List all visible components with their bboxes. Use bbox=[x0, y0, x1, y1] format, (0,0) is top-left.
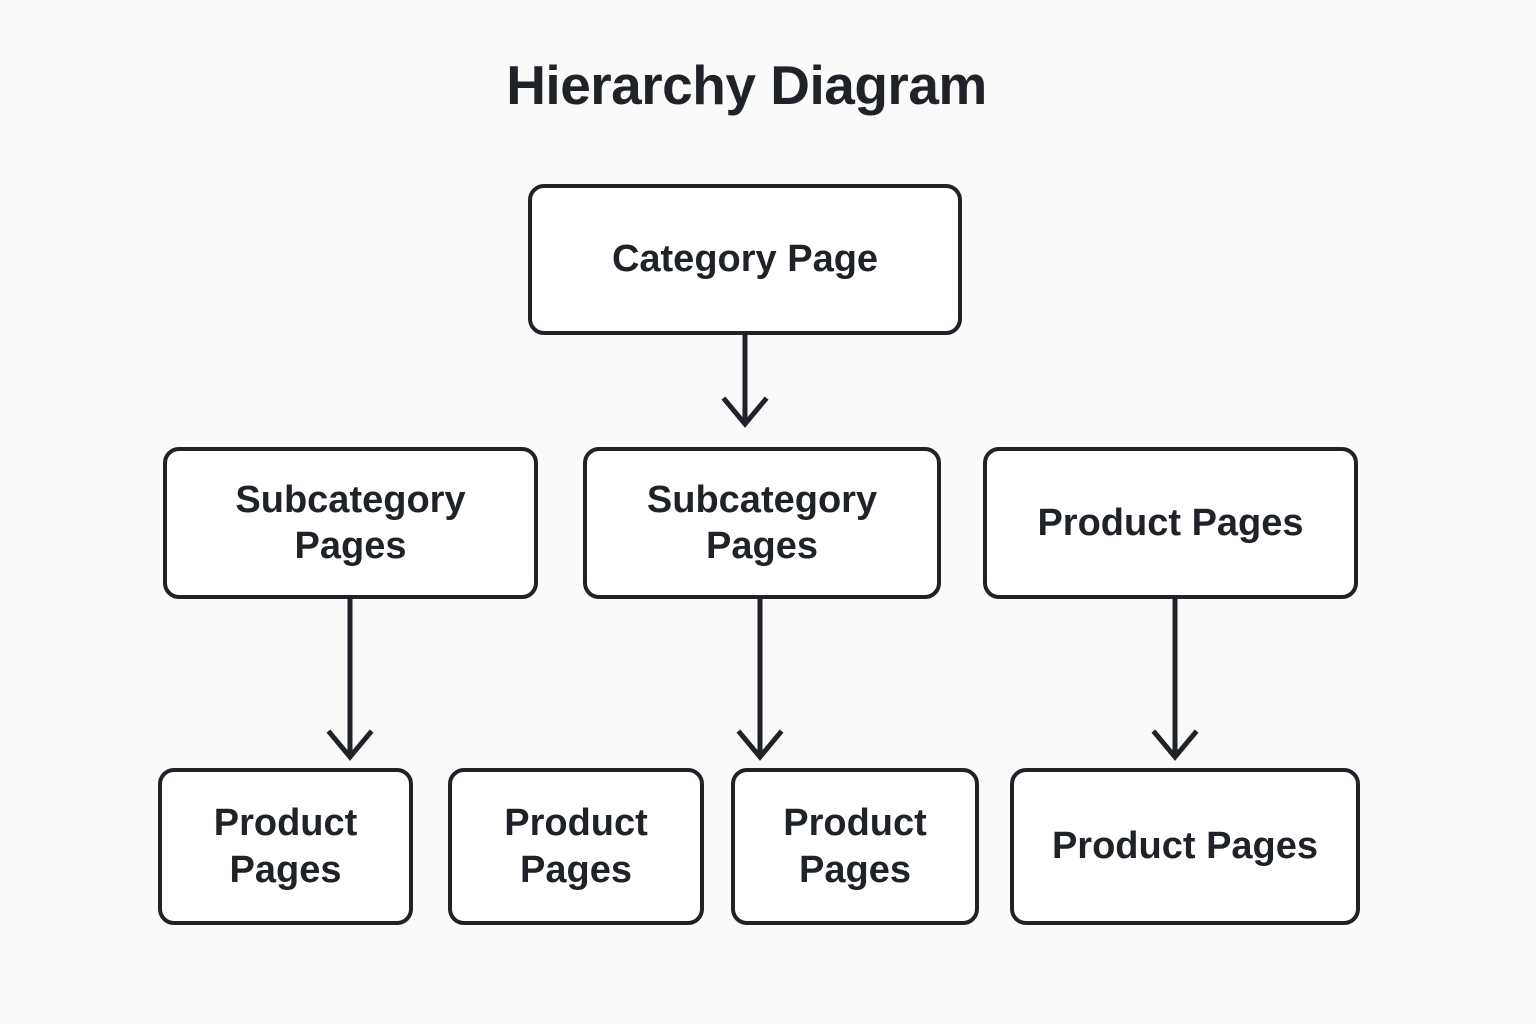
node-label: Product Pages bbox=[504, 802, 648, 891]
node-label: Product Pages bbox=[783, 802, 927, 891]
node-label: Subcategory Pages bbox=[235, 478, 466, 567]
node-label: Subcategory Pages bbox=[646, 478, 878, 567]
node-label: Product Pages bbox=[1037, 501, 1304, 544]
node-product-pages-2[interactable]: Product Pages bbox=[448, 768, 704, 925]
node-product-pages-1[interactable]: Product Pages bbox=[158, 768, 413, 925]
node-label: Category Page bbox=[611, 238, 879, 281]
node-label: Product Pages bbox=[213, 802, 358, 891]
connector-root-to-subcategory-2 bbox=[721, 335, 769, 428]
node-product-pages-level2[interactable]: Product Pages bbox=[983, 447, 1358, 599]
node-subcategory-pages-1[interactable]: Subcategory Pages bbox=[163, 447, 538, 599]
node-label: Product Pages bbox=[1051, 825, 1319, 868]
node-product-pages-4[interactable]: Product Pages bbox=[1010, 768, 1360, 925]
node-product-pages-3[interactable]: Product Pages bbox=[731, 768, 979, 925]
connector-product-pages-to-product-4 bbox=[1151, 598, 1199, 761]
page-title: Hierarchy Diagram bbox=[506, 54, 987, 116]
connector-subcategory-2-to-product-3 bbox=[736, 598, 784, 761]
node-subcategory-pages-2[interactable]: Subcategory Pages bbox=[583, 447, 941, 599]
connector-subcategory-1-to-product-1 bbox=[326, 598, 374, 761]
node-category-page[interactable]: Category Page bbox=[528, 184, 962, 335]
